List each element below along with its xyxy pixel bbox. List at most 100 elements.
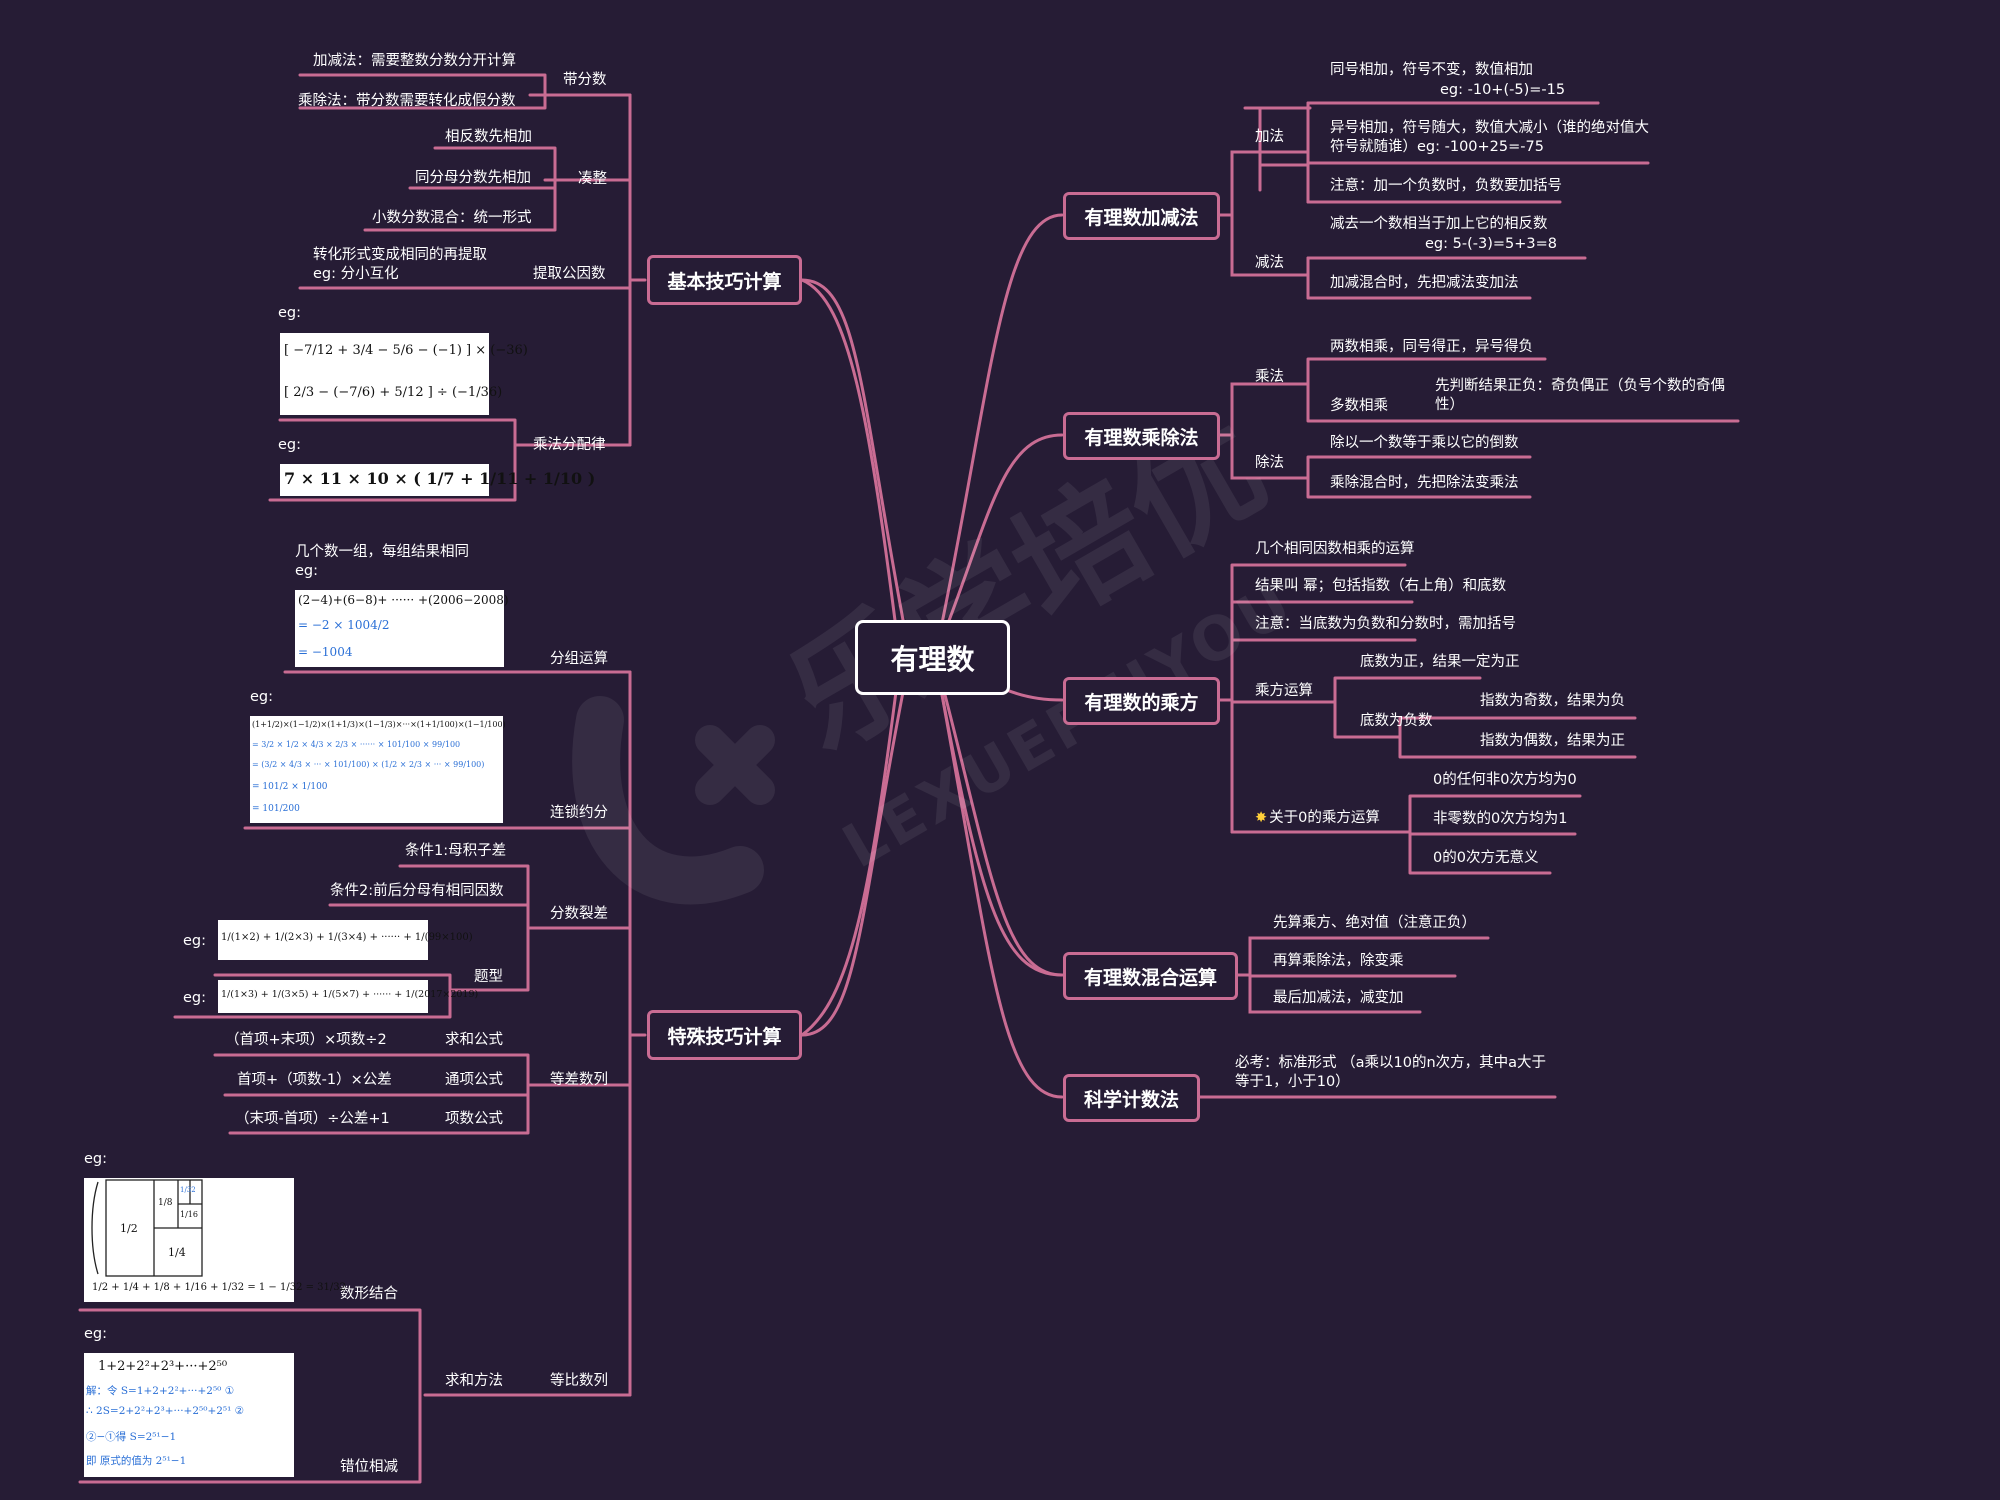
label-geometric-sequence: 等比数列 bbox=[550, 1373, 608, 1389]
label-distributive: 乘法分配律 bbox=[533, 437, 606, 453]
formula-image-split-2: 1/(1×3) + 1/(3×5) + 1/(5×7) + ······ + 1… bbox=[218, 980, 478, 1013]
label-mixed-step-1: 先算乘方、绝对值（注意正负） bbox=[1273, 915, 1476, 931]
formula-line: [ −7/12 + 3/4 − 5/6 − (−1) ] × (−36) bbox=[284, 343, 528, 358]
node-mixed-operations[interactable]: 有理数混合运算 bbox=[1063, 952, 1238, 1000]
label-eg-3: eg: bbox=[295, 563, 319, 579]
label-grouping-rule: 几个数一组，每组结果相同 bbox=[295, 544, 469, 560]
formula-image-distributive-2: 7 × 11 × 10 × ( 1/7 + 1/11 + 1/10 ) bbox=[280, 464, 595, 496]
label-split-fraction: 分数裂差 bbox=[550, 906, 608, 922]
node-addition-subtraction[interactable]: 有理数加减法 bbox=[1063, 192, 1220, 240]
fraction-quarter-label: 1/4 bbox=[168, 1246, 186, 1259]
label-zero-rule-2: 非零数的0次方均为1 bbox=[1433, 811, 1568, 827]
label-zero-rule-1: 0的任何非0次方均为0 bbox=[1433, 772, 1577, 788]
label-power-result: 结果叫 幂；包括指数（右上角）和底数 bbox=[1255, 578, 1507, 594]
label-div-rule-2: 乘除混合时，先把除法变乘法 bbox=[1330, 475, 1519, 491]
label-eg-6: eg: bbox=[183, 990, 207, 1006]
formula-line: = 101/2 × 1/100 bbox=[252, 782, 328, 792]
label-term-count-value: （末项-首项）÷公差+1 bbox=[235, 1111, 390, 1127]
label-eg-5: eg: bbox=[183, 933, 207, 949]
label-sub-rule-2: 加减混合时，先把减法变加法 bbox=[1330, 275, 1519, 291]
formula-image-distributive-1: [ −7/12 + 3/4 − 5/6 − (−1) ] × (−36) [ 2… bbox=[280, 333, 528, 415]
formula-line: 1/2 + 1/4 + 1/8 + 1/16 + 1/32 = 1 − 1/32… bbox=[92, 1282, 346, 1293]
label-power-even-exponent: 指数为偶数，结果为正 bbox=[1480, 733, 1625, 749]
sparkle-icon: ✸ bbox=[1255, 810, 1268, 826]
label-eg-7: eg: bbox=[84, 1151, 108, 1167]
label-round-decimal-fraction: 小数分数混合：统一形式 bbox=[372, 210, 532, 226]
label-term-count: 项数公式 bbox=[445, 1111, 503, 1127]
label-subtraction: 减法 bbox=[1255, 255, 1284, 271]
label-sub-rule-1: 减去一个数相当于加上它的相反数 bbox=[1330, 216, 1548, 232]
label-mixed-step-3: 最后加减法，减变加 bbox=[1273, 990, 1404, 1006]
node-special-techniques[interactable]: 特殊技巧计算 bbox=[647, 1010, 802, 1060]
label-mul-rule-1: 两数相乘，同号得正，异号得负 bbox=[1330, 339, 1533, 355]
label-shape-number: 数形结合 bbox=[340, 1286, 398, 1302]
label-rounding: 凑整 bbox=[578, 171, 607, 187]
label-mixed-number: 带分数 bbox=[563, 72, 607, 88]
label-power-positive-base: 底数为正，结果一定为正 bbox=[1360, 654, 1520, 670]
label-sum-formula-value: （首项+末项）×项数÷2 bbox=[225, 1032, 387, 1048]
formula-line: [ 2/3 − (−7/6) + 5/12 ] ÷ (−1/36) bbox=[284, 385, 503, 400]
fraction-half-label: 1/2 bbox=[120, 1222, 138, 1235]
node-multiplication-division[interactable]: 有理数乘除法 bbox=[1063, 412, 1220, 460]
formula-line: ②−①得 S=2⁵¹−1 bbox=[86, 1431, 177, 1443]
label-add-rule-1: 同号相加，符号不变，数值相加 bbox=[1330, 62, 1533, 78]
label-factor-rule: 转化形式变成相同的再提取 bbox=[313, 247, 487, 263]
node-power[interactable]: 有理数的乘方 bbox=[1063, 677, 1220, 725]
label-power-odd-exponent: 指数为奇数，结果为负 bbox=[1480, 693, 1625, 709]
label-round-same-denominator: 同分母分数先相加 bbox=[415, 170, 531, 186]
label-multiplication: 乘法 bbox=[1255, 369, 1284, 385]
label-div-rule-1: 除以一个数等于乘以它的倒数 bbox=[1330, 435, 1519, 451]
label-eg-8: eg: bbox=[84, 1326, 108, 1342]
label-sum-method: 求和方法 bbox=[445, 1373, 503, 1389]
formula-line: ∴ 2S=2+2²+2³+···+2⁵⁰+2⁵¹ ② bbox=[86, 1405, 245, 1417]
formula-line: (1+1/2)×(1−1/2)×(1+1/3)×(1−1/3)×···×(1+1… bbox=[252, 720, 506, 729]
fraction-sixteenth-label: 1/16 bbox=[180, 1210, 198, 1219]
label-zero-power: ✸关于0的乘方运算 bbox=[1255, 809, 1380, 828]
label-general-term-value: 首项+（项数-1）×公差 bbox=[237, 1072, 392, 1088]
formula-line: 即 原式的值为 2⁵¹−1 bbox=[86, 1455, 187, 1467]
label-dislocation-subtraction: 错位相减 bbox=[340, 1459, 398, 1475]
label-eg-2: eg: bbox=[278, 437, 302, 453]
watermark-logo-icon bbox=[572, 696, 775, 905]
formula-line: 1/(1×2) + 1/(2×3) + 1/(3×4) + ······ + 1… bbox=[221, 932, 473, 943]
formula-image-dislocation: 1+2+2²+2³+···+2⁵⁰ 解：令 S=1+2+2²+···+2⁵⁰ ①… bbox=[84, 1353, 294, 1477]
label-power-note: 注意：当底数为负数和分数时，需加括号 bbox=[1255, 616, 1516, 632]
fraction-thirtysecond-label: 1/32 bbox=[180, 1186, 196, 1194]
label-grouping: 分组运算 bbox=[550, 651, 608, 667]
formula-image-grouping: (2−4)+(6−8)+ ······ +(2006−2008) = −2 × … bbox=[295, 590, 509, 667]
formula-line: = 101/200 bbox=[252, 804, 300, 814]
formula-image-split-1: 1/(1×2) + 1/(2×3) + 1/(3×4) + ······ + 1… bbox=[218, 920, 473, 960]
label-zero-rule-3: 0的0次方无意义 bbox=[1433, 850, 1539, 866]
formula-line: 1+2+2²+2³+···+2⁵⁰ bbox=[98, 1359, 228, 1374]
formula-line: = 3/2 × 1/2 × 4/3 × 2/3 × ······ × 101/1… bbox=[252, 740, 461, 749]
area-diagram bbox=[91, 1179, 203, 1277]
node-scientific-notation[interactable]: 科学计数法 bbox=[1063, 1074, 1200, 1122]
label-split-condition-1: 条件1:母积子差 bbox=[405, 843, 507, 859]
diagram-image-shape-number: 1/2 1/4 1/8 1/16 1/32 1/2 + 1/4 + 1/8 + … bbox=[84, 1178, 346, 1302]
label-power-negative-base: 底数为负数 bbox=[1360, 713, 1433, 729]
label-chain-cancel: 连锁约分 bbox=[550, 805, 608, 821]
label-add-note: 注意：加一个负数时，负数要加括号 bbox=[1330, 178, 1562, 194]
label-split-condition-2: 条件2:前后分母有相同因数 bbox=[330, 883, 504, 899]
label-mixed-step-2: 再算乘除法，除变乘 bbox=[1273, 953, 1404, 969]
fraction-eighth-label: 1/8 bbox=[158, 1198, 173, 1208]
label-zero-power-text: 关于0的乘方运算 bbox=[1269, 810, 1380, 826]
node-basic-techniques[interactable]: 基本技巧计算 bbox=[647, 255, 802, 305]
label-power-operation: 乘方运算 bbox=[1255, 683, 1313, 699]
label-division: 除法 bbox=[1255, 455, 1284, 471]
label-round-opposites: 相反数先相加 bbox=[445, 129, 532, 145]
formula-line: 7 × 11 × 10 × ( 1/7 + 1/11 + 1/10 ) bbox=[284, 469, 596, 488]
label-mixed-mul: 乘除法：带分数需要转化成假分数 bbox=[298, 93, 516, 109]
label-add-rule-1-example: eg: -10+(-5)=-15 bbox=[1440, 82, 1566, 98]
label-addition: 加法 bbox=[1255, 129, 1284, 145]
formula-image-chain-cancel: (1+1/2)×(1−1/2)×(1+1/3)×(1−1/3)×···×(1+1… bbox=[250, 716, 506, 823]
label-mixed-add: 加减法：需要整数分数分开计算 bbox=[313, 53, 516, 69]
formula-line: = (3/2 × 4/3 × ··· × 101/100) × (1/2 × 2… bbox=[252, 760, 485, 769]
label-sum-formula: 求和公式 bbox=[445, 1032, 503, 1048]
root-node[interactable]: 有理数 bbox=[855, 620, 1010, 695]
label-common-factor: 提取公因数 bbox=[533, 266, 606, 282]
label-general-term: 通项公式 bbox=[445, 1072, 503, 1088]
label-power-def: 几个相同因数相乘的运算 bbox=[1255, 541, 1415, 557]
